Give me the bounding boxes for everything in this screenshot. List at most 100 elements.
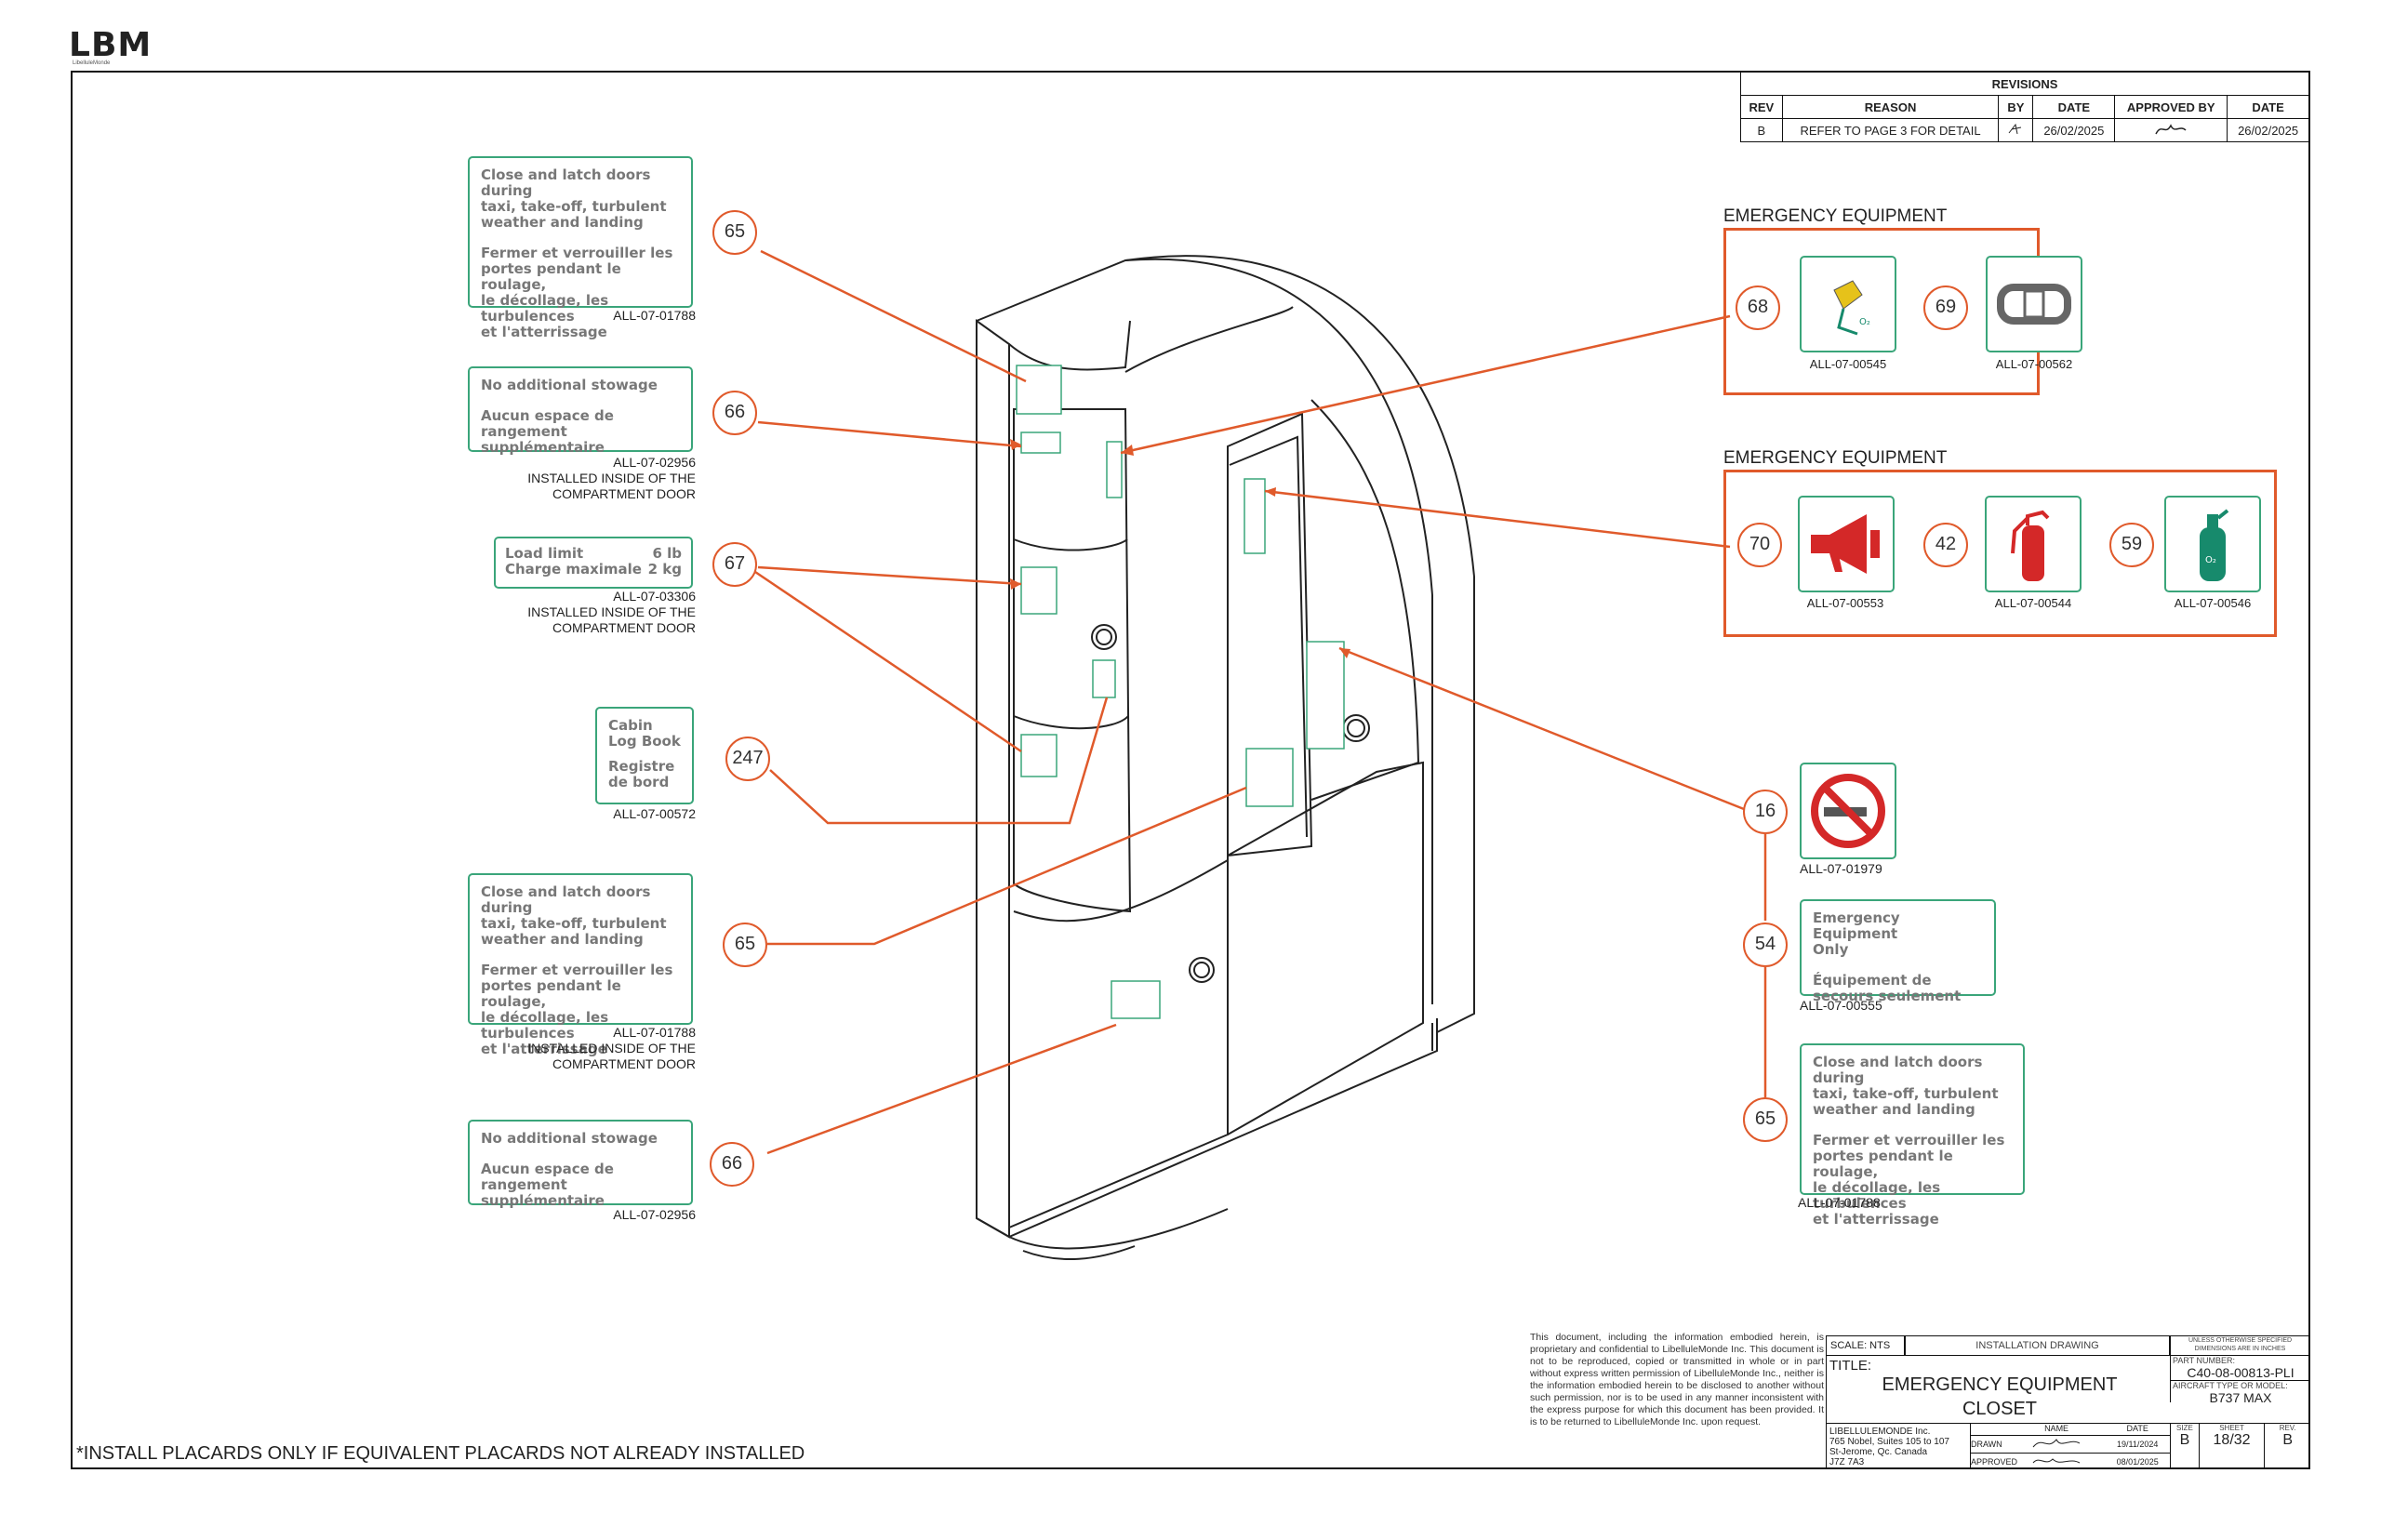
company-logo-subtext: LibelluleMonde	[73, 60, 111, 66]
sheet-value: 18/32	[2213, 1432, 2251, 1448]
callout-70: 70	[1737, 523, 1782, 567]
drawn-label: DRAWN	[1971, 1440, 2002, 1449]
placard-text: taxi, take-off, turbulent	[481, 915, 667, 932]
callout-65: 65	[1743, 1097, 1788, 1142]
callout-67: 67	[712, 542, 757, 587]
svg-text:O₂: O₂	[2205, 555, 2216, 565]
aircraft-model: B737 MAX	[2209, 1390, 2272, 1405]
drawing-frame	[71, 71, 2310, 1469]
aircraft-label: AIRCRAFT TYPE OR MODEL:	[2171, 1380, 2310, 1390]
revision-date-cell: 26/02/2025	[2032, 118, 2116, 142]
placard-66-no-stowage-lower: No additional stowage Aucun espace de ra…	[468, 1120, 693, 1209]
charge-max-label: Charge maximale	[505, 561, 642, 578]
placard-text: Fermer et verrouiller les	[481, 962, 673, 978]
part-number: ALL-07-01788	[613, 1025, 696, 1040]
callout-66: 66	[710, 1142, 754, 1187]
leader-lines	[754, 249, 1767, 1155]
megaphone-icon	[1798, 496, 1895, 592]
approved-label: APPROVED	[1971, 1457, 2018, 1467]
approved-by-col-header: APPROVED BY	[2114, 95, 2228, 119]
part-number-and-note: ALL-07-01788 INSTALLED INSIDE OF THE COM…	[484, 1025, 696, 1072]
address-line: J7Z 7A3	[1829, 1457, 1865, 1467]
part-number: ALL-07-00546	[2174, 596, 2252, 610]
sheet-label: SHEET	[2219, 1424, 2244, 1432]
placard-text: le décollage, les turbulences	[1813, 1179, 1941, 1212]
closet-placard-65-mark	[1016, 365, 1062, 415]
placard-text: de bord	[608, 774, 670, 790]
placard-text: Close and latch doors during	[1813, 1054, 1983, 1086]
revisions-table: REVISIONS REV REASON BY DATE APPROVED BY…	[1740, 72, 2309, 142]
placard-text: Fermer et verrouiller les	[1813, 1132, 2005, 1148]
callout-69: 69	[1923, 285, 1968, 330]
placard-text: et l'atterrissage	[481, 1041, 607, 1057]
scale-cell: SCALE: NTS	[1826, 1335, 1905, 1356]
placard-text: portes pendant le roulage,	[481, 260, 621, 293]
placard-text: Registre	[608, 758, 675, 775]
revision-date2-cell: 26/02/2025	[2227, 118, 2309, 142]
placard-text: Close and latch doors during	[481, 166, 651, 199]
placard-text: et l'atterrissage	[481, 324, 607, 340]
placard-text: weather and landing	[1813, 1101, 1975, 1118]
oxygen-bottle-icon: O₂	[2164, 496, 2261, 592]
rev-value: B	[2282, 1432, 2293, 1448]
charge-max-value: 2 kg	[647, 561, 682, 578]
part-number-and-note: ALL-07-02956 INSTALLED INSIDE OF THE COM…	[484, 455, 696, 502]
part-number-cell: PART NUMBER: C40-08-00813-PLI AIRCRAFT T…	[2170, 1356, 2310, 1405]
placard-text: portes pendant le roulage,	[481, 977, 621, 1010]
placard-text: Close and latch doors during	[481, 883, 651, 916]
part-number: ALL-07-02956	[613, 1207, 696, 1222]
placard-text: rangement supplémentaire	[481, 1176, 605, 1209]
company-name: LIBELLULEMONDE Inc.	[1829, 1427, 1931, 1437]
name-col-header: NAME	[2044, 1424, 2069, 1433]
install-note: *INSTALL PLACARDS ONLY IF EQUIVALENT PLA…	[76, 1443, 805, 1464]
install-note-line: COMPARTMENT DOOR	[552, 486, 696, 501]
size-value: B	[2179, 1432, 2190, 1448]
placard-247-cabin-log-book: Cabin Log Book Registre de bord	[595, 707, 694, 804]
units-note-cell: UNLESS OTHERWISE SPECIFIED DIMENSIONS AR…	[2170, 1335, 2310, 1356]
address-line: 765 Nobel, Suites 105 to 107	[1829, 1437, 1949, 1447]
no-smoking-icon	[1800, 763, 1896, 859]
placard-text: le décollage, les turbulences	[481, 1009, 609, 1042]
part-number: ALL-07-00545	[1809, 357, 1887, 371]
part-number: ALL-07-00553	[1806, 596, 1884, 610]
placard-text: taxi, take-off, turbulent	[481, 198, 667, 215]
by-col-header: BY	[1998, 95, 2034, 119]
placard-text: portes pendant le roulage,	[1813, 1148, 1953, 1180]
revision-reason-cell: REFER TO PAGE 3 FOR DETAIL	[1781, 118, 2000, 142]
seatbelt-icon	[1986, 256, 2082, 352]
placard-54-emergency-equipment-only: Emergency Equipment Only Équipement de s…	[1800, 899, 1996, 1004]
date2-col-header: DATE	[2227, 95, 2309, 119]
drawn-date: 19/11/2024	[2116, 1440, 2159, 1449]
install-note-line: COMPARTMENT DOOR	[552, 1056, 696, 1071]
callout-66: 66	[712, 391, 757, 435]
placard-text: Log Book	[608, 733, 681, 750]
rev-label: REV.	[2279, 1424, 2296, 1432]
callout-54: 54	[1743, 923, 1788, 967]
callout-59: 59	[2109, 523, 2154, 567]
placard-text: Fermer et verrouiller les	[481, 245, 673, 261]
part-number-label: PART NUMBER:	[2173, 1356, 2236, 1365]
part-number: ALL-07-03306	[613, 589, 696, 604]
part-number: ALL-07-02956	[613, 455, 696, 470]
callout-42: 42	[1923, 523, 1968, 567]
placard-text: le décollage, les turbulences	[481, 292, 609, 325]
placard-text: rangement supplémentaire	[481, 423, 605, 456]
placard-65-close-latch: Close and latch doors during taxi, take-…	[468, 156, 693, 340]
part-number: ALL-07-00562	[1995, 357, 2073, 371]
svg-text:O₂: O₂	[1859, 317, 1870, 327]
size-label: SIZE	[2176, 1424, 2193, 1432]
fire-extinguisher-icon	[1985, 496, 2082, 592]
placard-65-close-latch-right: Close and latch doors during taxi, take-…	[1800, 1043, 2025, 1228]
callout-65: 65	[712, 210, 757, 255]
address-line: St-Jerome, Qc. Canada	[1829, 1447, 1928, 1457]
placard-text: Aucun espace de	[481, 1161, 614, 1177]
load-limit-label: Load limit	[505, 545, 584, 562]
closet-outline-path	[976, 255, 1475, 1033]
placard-text: No additional stowage	[481, 377, 658, 393]
oxygen-mask-icon: O₂	[1800, 256, 1896, 352]
part-number-and-note: ALL-07-03306 INSTALLED INSIDE OF THE COM…	[484, 589, 696, 636]
placard-text: Emergency Equipment	[1813, 909, 1900, 942]
part-number: ALL-07-00544	[1994, 596, 2072, 610]
